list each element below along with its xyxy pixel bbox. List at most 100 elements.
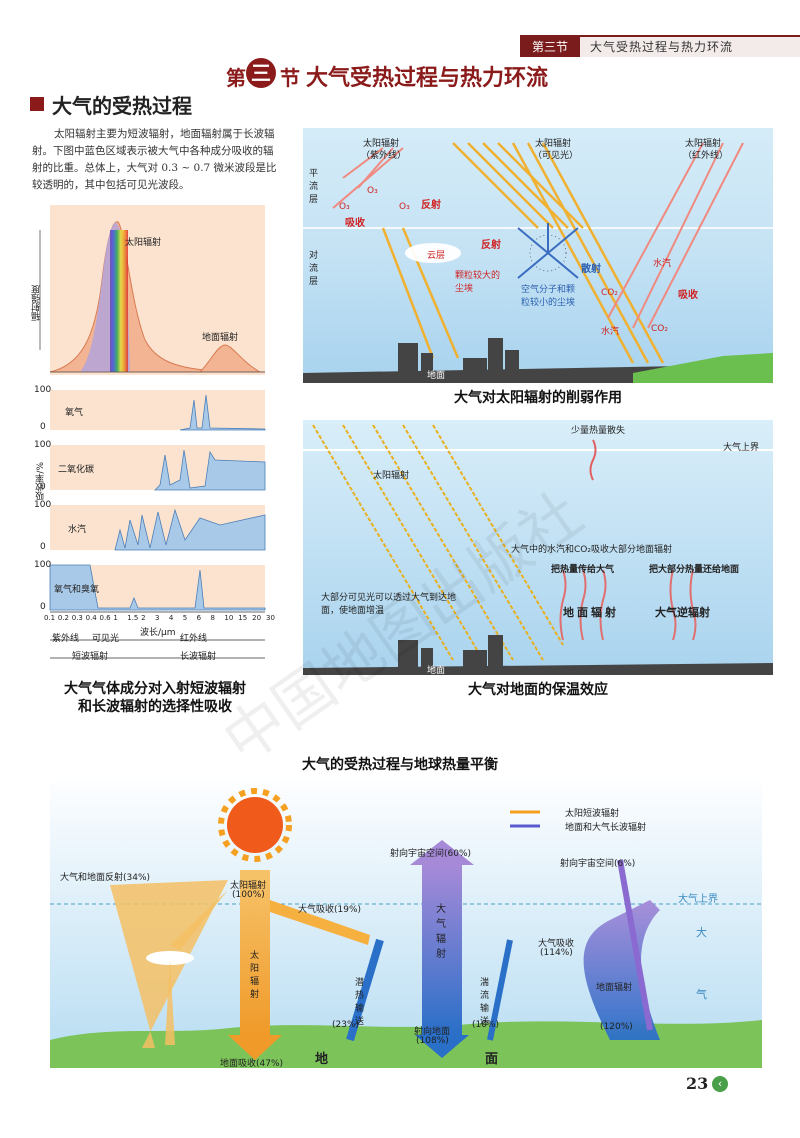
to-ground-pct: (108%) [416, 1036, 449, 1046]
subheading: 大气的受热过程 [52, 94, 192, 118]
ground-label-2: 地面 [427, 666, 446, 676]
atm-absorb-114: 大气吸收 [538, 939, 575, 949]
panel-ozone-bottom: 0 [40, 602, 46, 612]
wavelength-tick: 4 [168, 614, 174, 622]
atm-side-2: 气 [696, 988, 707, 1001]
absorb-label: 吸收 [345, 218, 365, 229]
greenhouse-solar-label: 太阳辐射 [373, 471, 410, 481]
weakening-figure: 太阳辐射 （紫外线） 太阳辐射 （可见光） 太阳辐射 （红外线） 平流层 对流层… [303, 128, 773, 383]
ozone-label-1: O₃ [339, 202, 350, 212]
legend-short: 太阳短波辐射 [565, 809, 620, 819]
balance-figure: 太阳短波辐射 地面和大气长波辐射 大气和地面反射(34%) 太阳辐射 (100%… [50, 780, 762, 1069]
panel-vapor-top: 100 [34, 500, 52, 510]
small-particles-label: 空气分子和颗粒较小的尘埃 [521, 285, 576, 308]
panel-ozone-top: 100 [34, 560, 52, 570]
ground-label-1: 地面 [427, 371, 446, 381]
solar-vis-sub: （可见光） [533, 151, 579, 161]
balance-title: 大气的受热过程与地球热量平衡 [302, 757, 498, 773]
vapor-label-2: 水汽 [601, 327, 620, 337]
ground-char-2: 面 [485, 1052, 499, 1067]
spectrum-caption-1: 大气气体成分对入射短波辐射 [64, 681, 246, 697]
band-long: 长波辐射 [180, 652, 217, 662]
ground-rad-label: 地面辐射 [596, 983, 633, 993]
band-uv: 紫外线 [52, 634, 80, 644]
wavelength-tick: 0.6 [99, 614, 111, 622]
solar-vis-label: 太阳辐射 [535, 139, 572, 149]
panel-co2-top: 100 [34, 440, 52, 450]
solar-ir-label: 太阳辐射 [685, 139, 722, 149]
balance-atm-top: 大气上界 [678, 894, 718, 905]
band-visible: 可见光 [92, 634, 120, 644]
spectrum-figure: 辐射强度 太阳辐射 地面辐射 100 0 氧气 100 0 二氧化碳 100 0… [30, 200, 280, 720]
panel-co2-bottom: 0 [40, 482, 46, 492]
wavelength-tick: 0.3 [71, 614, 83, 622]
reflect-34: 大气和地面反射(34%) [60, 873, 151, 883]
wavelength-tick: 20 [252, 614, 262, 622]
to-space-6: 射向宇宙空间(6%) [560, 859, 636, 869]
little-heat-label: 少量热量散失 [571, 426, 626, 436]
absorb-note: 大气中的水汽和CO₂吸收大部分地面辐射 [511, 545, 672, 555]
section-prefix: 第 [226, 66, 246, 90]
wavelength-tick: 6 [196, 614, 202, 622]
atm-side-1: 大 [696, 926, 707, 939]
ground-rad-pct: (120%) [600, 1022, 633, 1032]
ozone-label-3: O₃ [399, 202, 410, 212]
reflect-label: 反射 [421, 200, 441, 211]
wavelength-tick: 8 [210, 614, 215, 622]
section-suffix: 节 [280, 66, 300, 90]
panel-oxygen-label: 氧气 [65, 408, 84, 418]
co2-label-2: CO₂ [651, 324, 668, 334]
section-number-badge: 三 [246, 58, 276, 88]
wavelength-tick: 0.2 [57, 614, 70, 622]
page-number: 23 [686, 1074, 709, 1093]
transfer-label: 把热量传给大气 [551, 565, 615, 575]
subheading-bullet [30, 97, 44, 111]
ground-radiation-label: 地面辐射 [202, 333, 239, 343]
wavelength-tick: 1 [113, 614, 118, 622]
reflect-label-2: 反射 [481, 240, 501, 251]
chevron-left-icon[interactable]: ‹ [712, 1076, 728, 1092]
band-short: 短波辐射 [72, 652, 109, 662]
panel-oxygen-top: 100 [34, 385, 52, 395]
atm-absorb-114-pct: (114%) [540, 948, 573, 958]
solar-100-label: 太阳辐射 [230, 881, 267, 891]
atm-top-label: 大气上界 [723, 443, 760, 453]
spectrum-ylabel: 辐射强度 [32, 285, 42, 321]
wavelength-xlabel: 波长/μm [140, 628, 176, 638]
co2-label-1: CO₂ [601, 288, 618, 298]
atm-radiation-label: 大气辐射 [436, 904, 446, 960]
panel-ozone-label: 氧气和臭氧 [54, 585, 100, 595]
transparent-note: 大部分可见光可以透过大气到达地面，使地面增温 [321, 593, 457, 616]
panel-vapor-bottom: 0 [40, 542, 46, 552]
latent-pct: (23%) [332, 1020, 360, 1030]
running-section-tag: 第三节 [520, 37, 580, 57]
solar-uv-label: 太阳辐射 [363, 139, 400, 149]
absorb-label-2: 吸收 [678, 290, 698, 301]
to-ground-label: 射向地面 [414, 1027, 451, 1037]
wavelength-tick: 30 [266, 614, 275, 622]
wavelength-tick: 10 [224, 614, 234, 622]
ground-radiation-text: 地面辐射 [563, 606, 619, 619]
wavelength-tick: 1.5 [127, 614, 139, 622]
panel-vapor-label: 水汽 [68, 525, 87, 535]
solar-100-pct: (100%) [232, 890, 265, 900]
solar-radiation-label: 太阳辐射 [125, 238, 162, 248]
weakening-caption: 大气对太阳辐射的削弱作用 [454, 390, 622, 406]
scatter-label: 散射 [581, 264, 601, 275]
to-space-60: 射向宇宙空间(60%) [390, 849, 472, 859]
return-label: 把大部分热量还给地面 [649, 565, 740, 575]
panel-co2-label: 二氧化碳 [58, 465, 95, 475]
greenhouse-figure: 少量热量散失 大气上界 太阳辐射 大气中的水汽和CO₂吸收大部分地面辐射 把热量… [303, 420, 773, 676]
section-title: 大气受热过程与热力环流 [306, 66, 549, 91]
running-header-bar [520, 35, 800, 57]
stratosphere-label: 平流层 [309, 169, 319, 205]
wavelength-tick: 5 [182, 614, 188, 622]
cloud-label: 云层 [427, 251, 446, 261]
solar-down-label: 太阳辐射 [250, 951, 260, 1000]
wavelength-tick: 15 [238, 614, 248, 622]
wavelength-tick: 0.4 [85, 614, 97, 622]
solar-ir-sub: （红外线） [683, 151, 729, 161]
atm-absorb-19: 大气吸收(19%) [298, 905, 362, 915]
counter-radiation-text: 大气逆辐射 [655, 606, 710, 619]
